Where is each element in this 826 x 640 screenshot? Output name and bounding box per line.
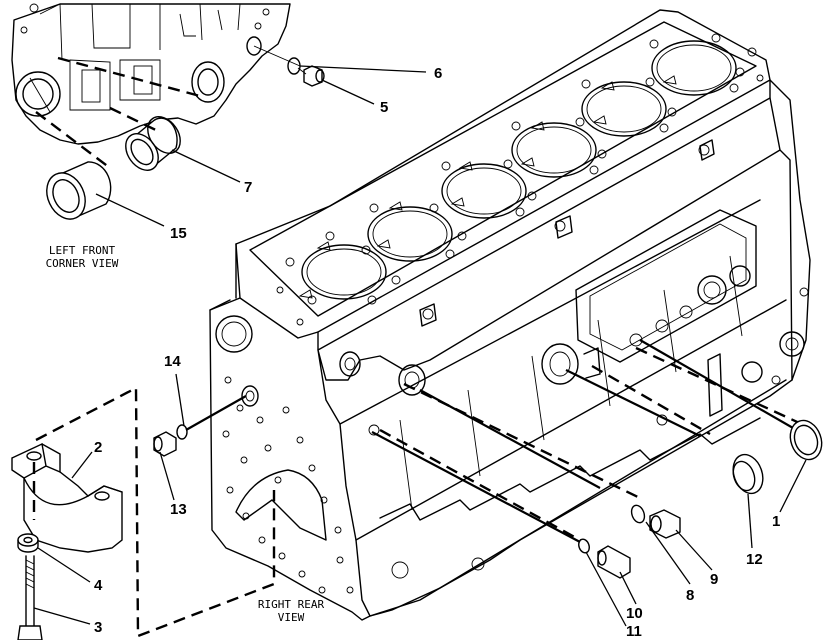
left-front-corner-inset <box>11 3 291 145</box>
callout-2: 2 <box>94 439 103 456</box>
right-rear-view-bracket <box>35 386 276 638</box>
bolt-3 <box>17 555 43 640</box>
callout-13: 13 <box>170 501 187 518</box>
assembly-line-13-14 <box>185 395 247 431</box>
callout-12: 12 <box>746 551 763 568</box>
right-rear-view-label: RIGHT REAR VIEW <box>246 598 336 624</box>
callout-4: 4 <box>94 577 103 594</box>
right-rear-label-line2: VIEW <box>277 611 305 624</box>
plug-13 <box>153 431 177 457</box>
callout-15: 15 <box>170 225 187 242</box>
cup-plug-1 <box>789 419 823 461</box>
callout-10: 10 <box>626 605 643 622</box>
cylinder-bores <box>301 40 737 300</box>
callout-6: 6 <box>434 65 443 82</box>
o-ring-8 <box>630 504 646 524</box>
callout-9: 9 <box>710 571 719 588</box>
plug-5 <box>303 65 323 87</box>
plug-9 <box>649 509 681 539</box>
o-ring-14 <box>176 424 188 440</box>
cup-plug-12 <box>732 453 764 495</box>
leader-lines <box>33 65 807 627</box>
o-ring-11 <box>578 538 590 554</box>
callout-7: 7 <box>244 179 253 196</box>
left-front-corner-view-label: LEFT FRONT CORNER VIEW <box>36 244 128 270</box>
callout-8: 8 <box>686 587 695 604</box>
callout-5: 5 <box>380 99 389 116</box>
rear-face-bolts <box>222 376 354 594</box>
coolant-passages <box>298 75 677 299</box>
o-ring-6 <box>287 57 301 75</box>
engine-block <box>209 9 811 621</box>
left-front-label-line2: CORNER VIEW <box>45 257 119 270</box>
head-bolt-holes <box>276 33 764 326</box>
bushing-7 <box>125 116 181 171</box>
left-front-label-line1: LEFT FRONT <box>48 244 116 257</box>
washer-4 <box>17 533 39 553</box>
right-rear-label-line1: RIGHT REAR <box>257 598 325 611</box>
plug-10 <box>597 545 631 579</box>
accessory-pad <box>575 209 757 363</box>
assembly-line-inset-1 <box>35 111 111 169</box>
bushing-15 <box>46 161 112 220</box>
callout-3: 3 <box>94 619 103 636</box>
main-bearing-cap <box>11 442 123 553</box>
callout-14: 14 <box>164 353 181 370</box>
callout-11: 11 <box>626 623 642 640</box>
inset-exploded-parts <box>35 45 325 220</box>
callout-1: 1 <box>772 513 781 530</box>
